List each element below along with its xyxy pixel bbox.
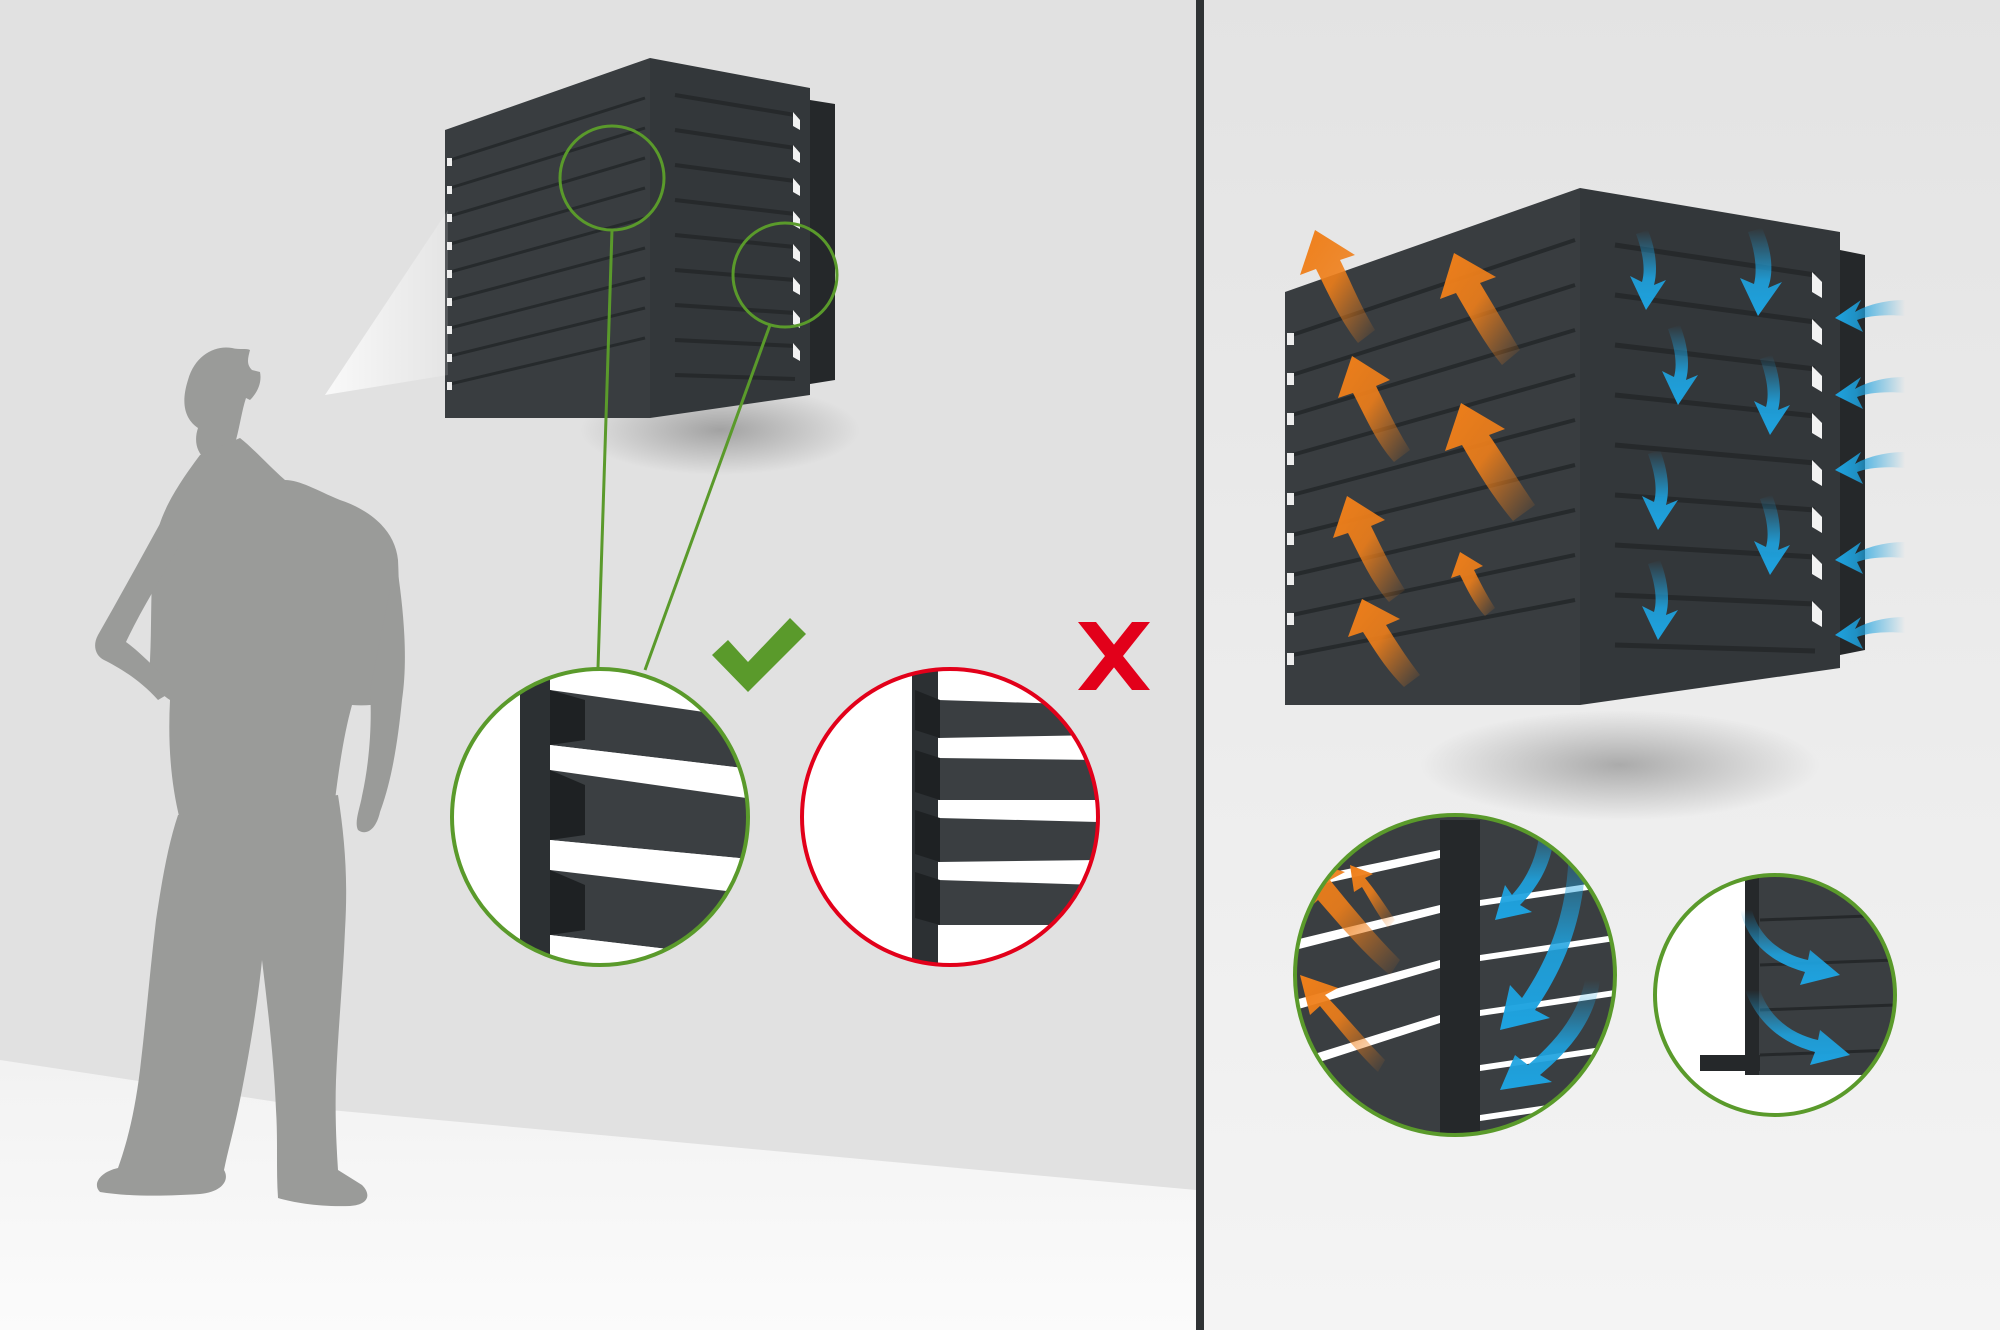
- right-unit-edge-gaps: [1287, 333, 1294, 665]
- cool-air-arrow: [1740, 228, 1782, 316]
- cool-air-arrow: [1740, 910, 1840, 985]
- good-louver-detail: [450, 667, 750, 967]
- cool-air-arrow: [1835, 617, 1905, 649]
- cool-air-arrow: [1495, 820, 1555, 920]
- corner-airflow-detail: [1293, 813, 1617, 1137]
- warm-air-arrow: [1350, 865, 1395, 928]
- leader-line-side: [643, 324, 772, 671]
- cool-air-arrow: [1835, 377, 1905, 409]
- cool-air-arrows-side: [1835, 300, 1905, 649]
- cool-air-arrow: [1642, 450, 1678, 530]
- left-unit-front-face: [445, 58, 650, 418]
- left-unit-wall-bracket: [810, 100, 835, 384]
- cool-air-arrow: [1835, 452, 1905, 484]
- warm-air-arrow: [1333, 496, 1405, 602]
- right-unit-shadow: [1420, 710, 1820, 820]
- warm-air-arrow: [1445, 403, 1535, 521]
- bad-louver-detail: [800, 667, 1100, 967]
- detail-marker-side: [731, 221, 839, 329]
- leader-line-front: [596, 229, 614, 669]
- cool-air-arrow: [1835, 542, 1905, 574]
- cool-air-arrow: [1630, 230, 1666, 310]
- panel-divider: [1196, 0, 1204, 1330]
- warm-air-arrow: [1300, 230, 1375, 343]
- checkmark-icon: [712, 618, 806, 692]
- base-airflow-detail: [1653, 873, 1897, 1117]
- warm-air-arrow: [1338, 356, 1410, 462]
- cool-air-arrow: [1662, 325, 1698, 405]
- left-unit-side-slats: [674, 93, 800, 381]
- left-unit-edge-gaps: [447, 158, 452, 390]
- person-silhouette: [95, 347, 405, 1207]
- line-of-sight-beam: [325, 210, 448, 395]
- warm-air-arrow: [1440, 253, 1520, 365]
- left-unit-front-slats: [449, 96, 646, 386]
- viewing-angle-panel: [0, 58, 1196, 1330]
- cool-air-arrow: [1745, 990, 1850, 1065]
- cool-air-arrow: [1500, 980, 1600, 1090]
- cool-air-arrow: [1835, 300, 1905, 332]
- warm-air-arrow: [1300, 975, 1385, 1072]
- cross-icon: [1078, 622, 1150, 690]
- warm-air-arrows: [1300, 230, 1535, 687]
- good-louver-slats: [550, 690, 748, 965]
- cool-air-arrow: [1642, 560, 1678, 640]
- airflow-panel: [1204, 0, 2000, 1330]
- left-ac-cover: [445, 58, 835, 418]
- cool-air-arrows-inside: [1630, 228, 1790, 640]
- cool-air-arrow: [1754, 355, 1790, 435]
- warm-air-arrow: [1348, 599, 1420, 687]
- warm-air-arrow: [1451, 552, 1495, 616]
- cool-air-arrow: [1754, 495, 1790, 575]
